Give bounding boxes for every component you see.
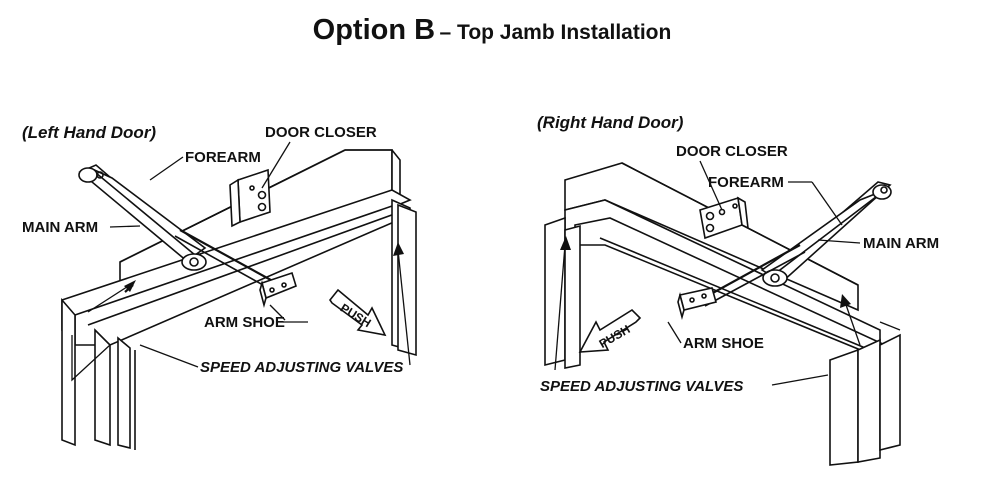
title-sub: – Top Jamb Installation: [439, 21, 672, 44]
left-label-main-arm: MAIN ARM: [22, 219, 98, 236]
title-main: Option B: [312, 14, 436, 46]
right-valve-arrows: [554, 236, 901, 371]
right-label-speed-valves: SPEED ADJUSTING VALVES: [540, 378, 743, 395]
left-label-forearm: FOREARM: [185, 149, 261, 166]
right-caption: (Right Hand Door): [537, 113, 684, 132]
right-push-arrow: PUSH: [578, 308, 642, 353]
left-label-door-closer: DOOR CLOSER: [265, 124, 377, 141]
right-door-closer: [699, 196, 749, 240]
page-title: Option B – Top Jamb Installation: [0, 14, 984, 47]
right-label-forearm: FOREARM: [708, 174, 784, 191]
left-label-arm-shoe: ARM SHOE: [204, 314, 285, 331]
left-valve-arrows: [71, 242, 411, 382]
left-hand-door-diagram: (Left Hand Door): [22, 123, 417, 450]
right-label-door-closer: DOOR CLOSER: [676, 143, 788, 160]
right-label-main-arm: MAIN ARM: [863, 235, 939, 252]
left-arms: [78, 164, 297, 309]
right-label-arm-shoe: ARM SHOE: [683, 335, 764, 352]
right-hand-door-diagram: (Right Hand Door): [537, 113, 939, 466]
left-caption: (Left Hand Door): [22, 123, 156, 142]
left-push-arrow: PUSH: [329, 288, 387, 337]
right-arms: [677, 181, 892, 321]
left-label-speed-valves: SPEED ADJUSTING VALVES: [200, 359, 403, 376]
left-door-closer: [229, 168, 271, 228]
